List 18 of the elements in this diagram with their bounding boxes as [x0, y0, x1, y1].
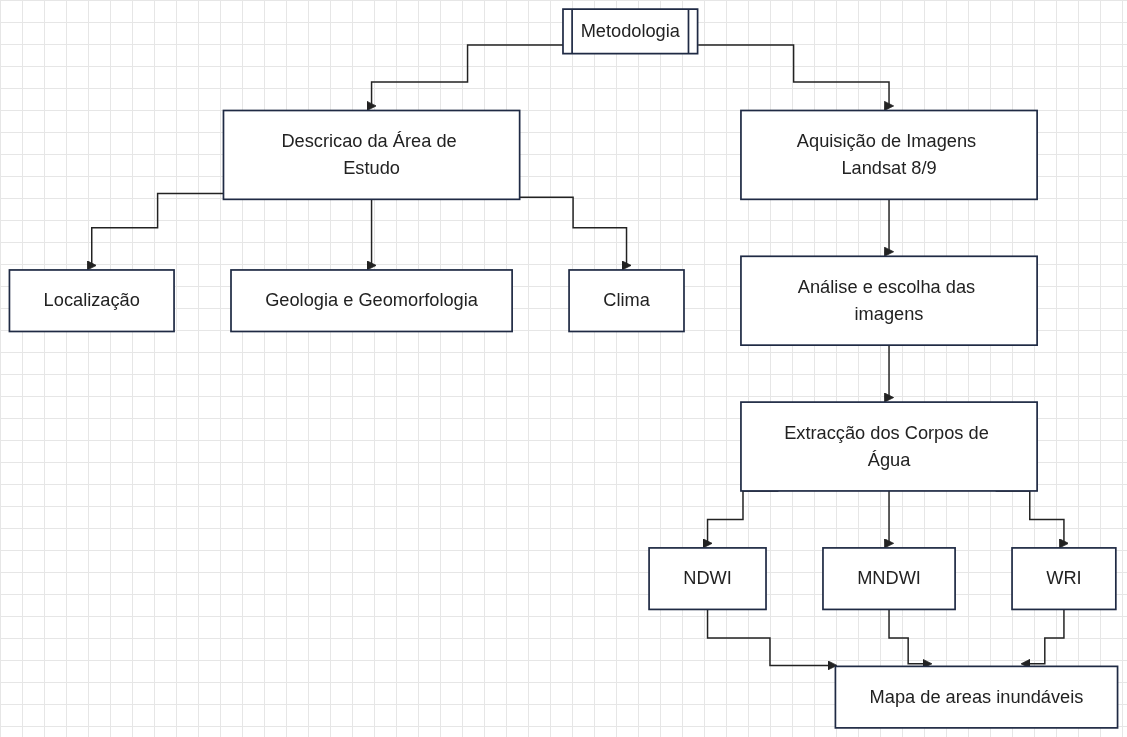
arrow — [884, 490, 895, 549]
arrow — [884, 198, 895, 257]
node-box: Descricao da Área de Estudo — [222, 109, 521, 201]
node-box: Clima — [568, 269, 685, 333]
arrow — [697, 44, 895, 111]
node-box: Extracção dos Corpos de Água — [740, 401, 1038, 492]
node-box: Localização — [8, 269, 175, 333]
node-box: Mapa de areas inundáveis — [834, 665, 1119, 729]
node-box: Análise e escolha das imagens — [740, 255, 1038, 346]
node-box: Aquisição de Imagens Landsat 8/9 — [740, 109, 1038, 201]
arrow — [518, 196, 632, 271]
node-box: WRI — [1011, 547, 1117, 611]
node-box: Geologia e Geomorfologia — [230, 269, 513, 333]
node-box: NDWI — [648, 547, 767, 611]
arrow — [706, 608, 838, 671]
node-box: MNDWI — [822, 547, 956, 611]
arrow — [884, 344, 895, 403]
arrow — [366, 198, 377, 271]
